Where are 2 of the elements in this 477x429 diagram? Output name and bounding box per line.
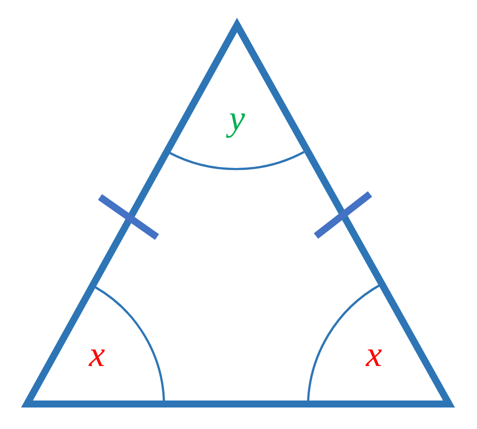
angle-label: x [89,336,105,372]
angle-label: x [366,336,382,372]
